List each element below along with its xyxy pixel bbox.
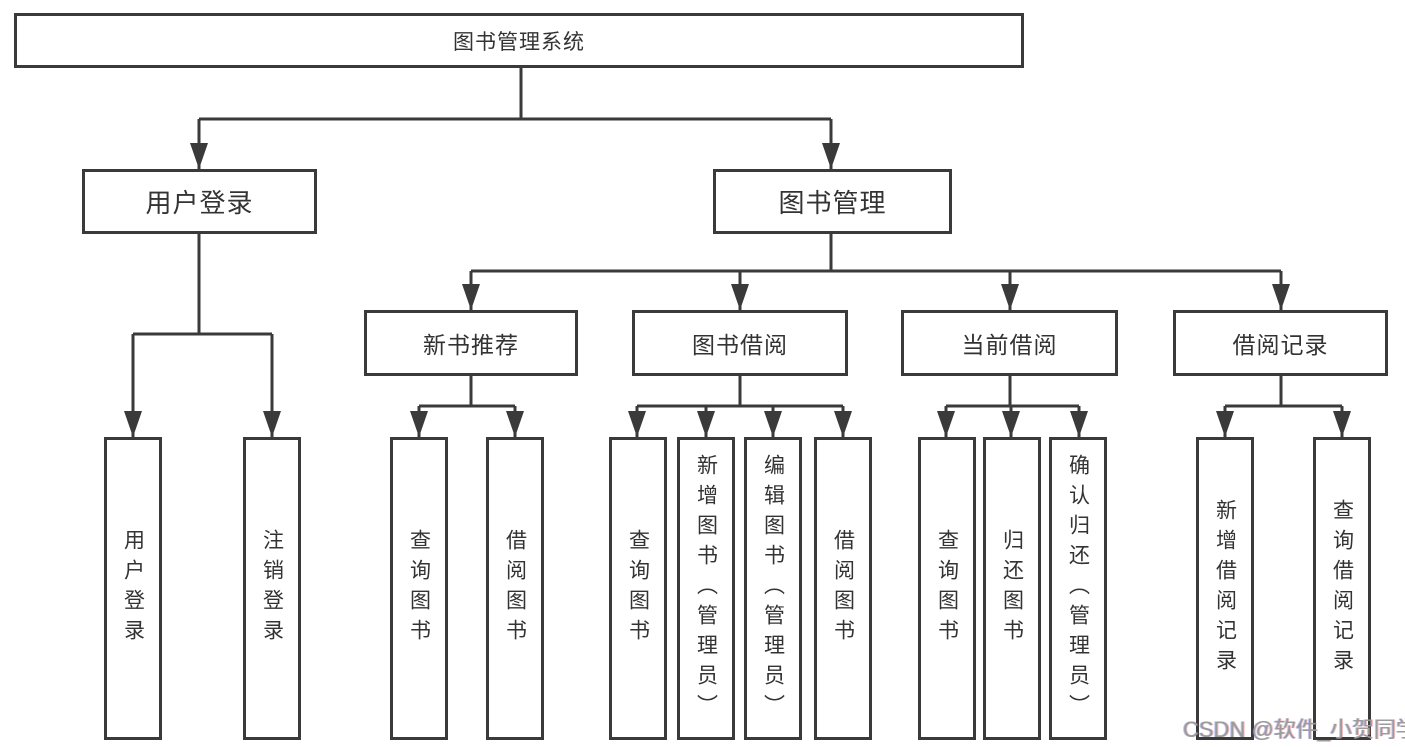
node-new-book-recommend: 新书推荐 [364,310,578,376]
node-book-borrow: 图书借阅 [632,310,848,376]
node-leaf-edit-book-admin: 编辑图书（管理员） [744,437,802,740]
node-leaf-query-books-3: 查询图书 [918,437,976,740]
node-leaf-return-book-label: 归还图书 [1000,528,1024,649]
node-book-borrow-label: 图书借阅 [692,332,788,358]
node-book-management-label: 图书管理 [778,188,887,218]
node-leaf-logout-label: 注销登录 [260,528,284,649]
node-leaf-borrow-books-2-label: 借阅图书 [831,528,855,649]
node-root-label: 图书管理系统 [453,30,585,54]
node-leaf-add-borrow-record: 新增借阅记录 [1196,437,1254,740]
node-borrow-records: 借阅记录 [1173,310,1388,376]
node-current-borrow: 当前借阅 [901,310,1118,376]
node-user-login-label: 用户登录 [145,188,254,218]
node-leaf-add-book-admin: 新增图书（管理员） [677,437,735,740]
node-leaf-confirm-return-admin: 确认归还（管理员） [1049,437,1107,740]
node-leaf-edit-book-admin-label: 编辑图书（管理员） [761,453,785,724]
node-leaf-user-login: 用户登录 [104,437,162,740]
node-borrow-records-label: 借阅记录 [1232,332,1329,358]
node-leaf-borrow-books-1-label: 借阅图书 [503,528,527,649]
node-current-borrow-label: 当前借阅 [961,332,1058,358]
node-leaf-add-book-admin-label: 新增图书（管理员） [694,453,718,724]
arrowheads [124,143,1351,437]
node-leaf-query-borrow-record-label: 查询借阅记录 [1330,498,1354,679]
node-leaf-query-books-1: 查询图书 [390,437,448,740]
node-user-login: 用户登录 [82,169,317,234]
node-leaf-add-borrow-record-label: 新增借阅记录 [1213,498,1237,679]
node-book-management: 图书管理 [713,169,952,234]
node-leaf-query-books-2-label: 查询图书 [626,528,650,649]
node-leaf-query-books-1-label: 查询图书 [407,528,431,649]
node-new-book-recommend-label: 新书推荐 [423,332,519,358]
node-leaf-logout: 注销登录 [243,437,301,740]
node-leaf-confirm-return-admin-label: 确认归还（管理员） [1066,453,1090,724]
node-leaf-user-login-label: 用户登录 [121,528,145,649]
node-leaf-borrow-books-2: 借阅图书 [814,437,872,740]
node-leaf-return-book: 归还图书 [983,437,1041,740]
csdn-watermark: CSDN @软件_小贺同学 [1183,717,1405,742]
node-root: 图书管理系统 [14,13,1024,68]
node-leaf-query-books-2: 查询图书 [609,437,667,740]
node-leaf-query-borrow-record: 查询借阅记录 [1313,437,1371,740]
connector-paths [131,68,1344,437]
node-leaf-query-books-3-label: 查询图书 [935,528,959,649]
node-leaf-borrow-books-1: 借阅图书 [486,437,544,740]
